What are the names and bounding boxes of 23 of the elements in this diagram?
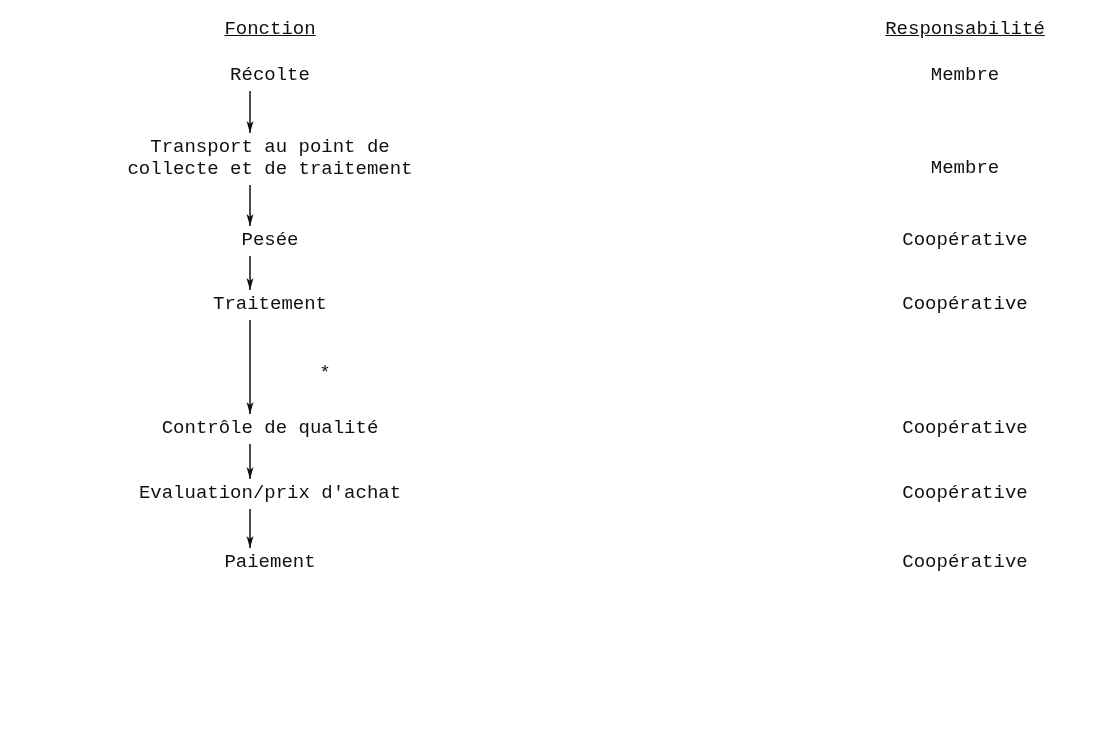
responsibility-text: Coopérative bbox=[902, 482, 1028, 504]
arrow bbox=[246, 319, 254, 415]
arrow bbox=[246, 90, 254, 134]
responsibility-text: Coopérative bbox=[902, 293, 1028, 315]
step-text: Paiement bbox=[224, 551, 316, 573]
arrow bbox=[246, 255, 254, 291]
responsibility-text: Coopérative bbox=[902, 551, 1028, 573]
responsibility-text: Membre bbox=[930, 157, 1000, 179]
responsibility-text: Coopérative bbox=[902, 229, 1028, 251]
responsibility-text: Coopérative bbox=[902, 417, 1028, 439]
responsibility-text: Membre bbox=[930, 64, 1000, 86]
step-text: Récolte bbox=[230, 64, 310, 86]
step-text: Evaluation/prix d'achat bbox=[138, 482, 402, 504]
arrow bbox=[246, 443, 254, 480]
arrow bbox=[246, 184, 254, 227]
step-text: Pesée bbox=[241, 229, 299, 251]
column-header: Fonction bbox=[224, 18, 316, 40]
arrow bbox=[246, 508, 254, 549]
step-text: Transport au point de collecte et de traitement bbox=[80, 136, 460, 180]
footnote-mark: * bbox=[319, 362, 331, 384]
column-header: Responsabilité bbox=[885, 18, 1045, 40]
step-text: Contrôle de qualité bbox=[161, 417, 379, 439]
step-text: Traitement bbox=[213, 293, 327, 315]
